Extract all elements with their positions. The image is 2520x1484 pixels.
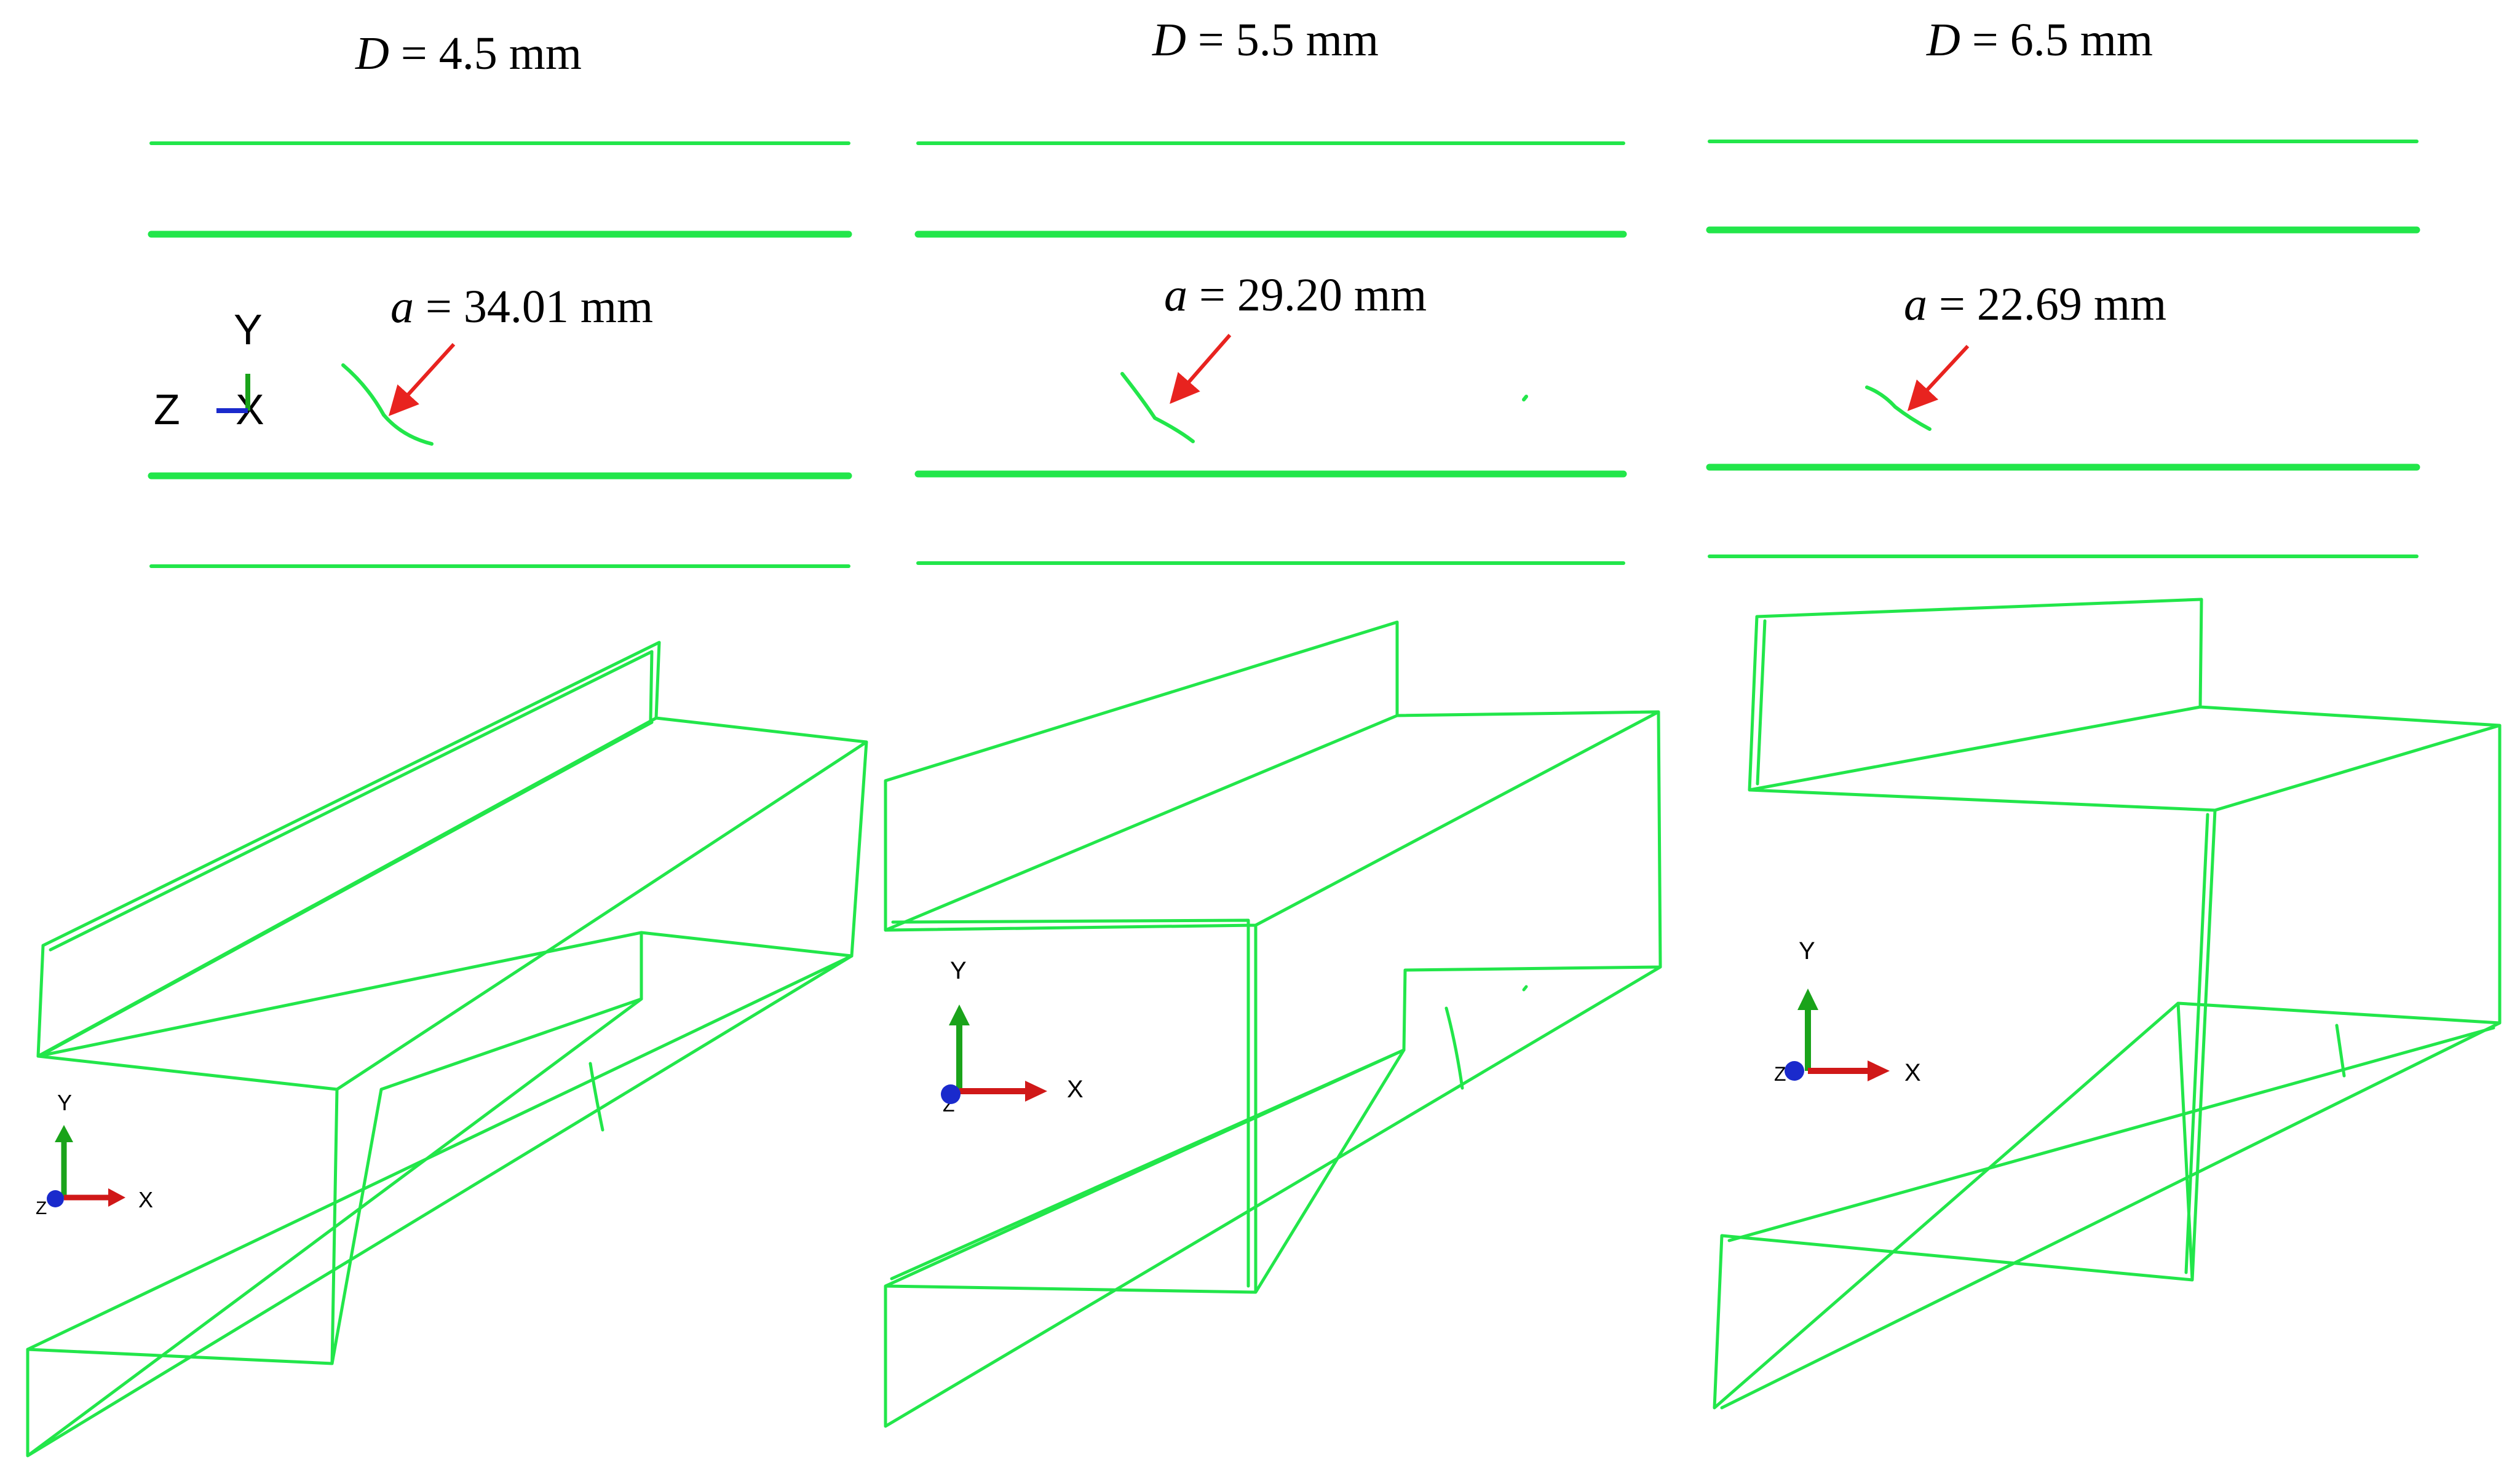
axis-x-label: X: [1067, 1076, 1084, 1103]
crack-mark: [1444, 1006, 1464, 1090]
crack-arrow: [1907, 344, 1970, 411]
axis-triad-bottom: Y X Z: [1774, 937, 1921, 1086]
crack-trace: [1120, 372, 1195, 443]
diameter-label: D = 6.5 mm: [1926, 14, 2153, 66]
isometric-view: [884, 620, 1662, 1428]
crack-mark: [588, 1062, 604, 1132]
axis-triad-top: Y Z X: [154, 306, 264, 433]
axis-y-label: Y: [1799, 937, 1815, 965]
panel-d-5-5: D = 5.5 mm a = 29.20 mm Y X Z: [884, 14, 1662, 1428]
axis-y-label: Y: [57, 1090, 72, 1115]
top-view: a = 34.01 mm: [148, 141, 852, 568]
crack-arrow: [1170, 334, 1232, 405]
panel-d-4-5: D = 4.5 mm a = 34.01 mm Y Z X Y X Z: [26, 28, 868, 1458]
axis-y-label: Y: [234, 306, 263, 353]
crack-length-label: a = 29.20 mm: [1164, 269, 1427, 321]
axis-x-label: X: [138, 1187, 153, 1212]
top-view: a = 29.20 mm: [914, 141, 1627, 565]
crack-trace: [341, 363, 434, 446]
axis-x-label: X: [1904, 1059, 1921, 1086]
diameter-label: D = 5.5 mm: [1152, 14, 1379, 66]
crack-trace: [1865, 385, 1932, 431]
crack-length-label: a = 22.69 mm: [1904, 278, 2166, 330]
crack-arrow: [388, 342, 456, 416]
top-view: a = 22.69 mm: [1706, 140, 2420, 558]
panel-d-6-5: D = 6.5 mm a = 22.69 mm Y X Z: [1706, 14, 2502, 1410]
crack-mark: [2335, 1024, 2346, 1078]
axis-triad-bottom: Y X Z: [941, 957, 1084, 1116]
diameter-label: D = 4.5 mm: [355, 28, 582, 79]
axis-z-label: Z: [154, 385, 180, 433]
crack-length-label: a = 34.01 mm: [390, 281, 653, 333]
axis-triad-bottom: Y X Z: [36, 1090, 153, 1218]
isometric-view: [26, 641, 868, 1458]
axis-y-label: Y: [950, 957, 967, 984]
isometric-view: [1713, 598, 2502, 1410]
axis-z-label: Z: [36, 1198, 47, 1218]
axis-z-label: Z: [1774, 1063, 1786, 1085]
